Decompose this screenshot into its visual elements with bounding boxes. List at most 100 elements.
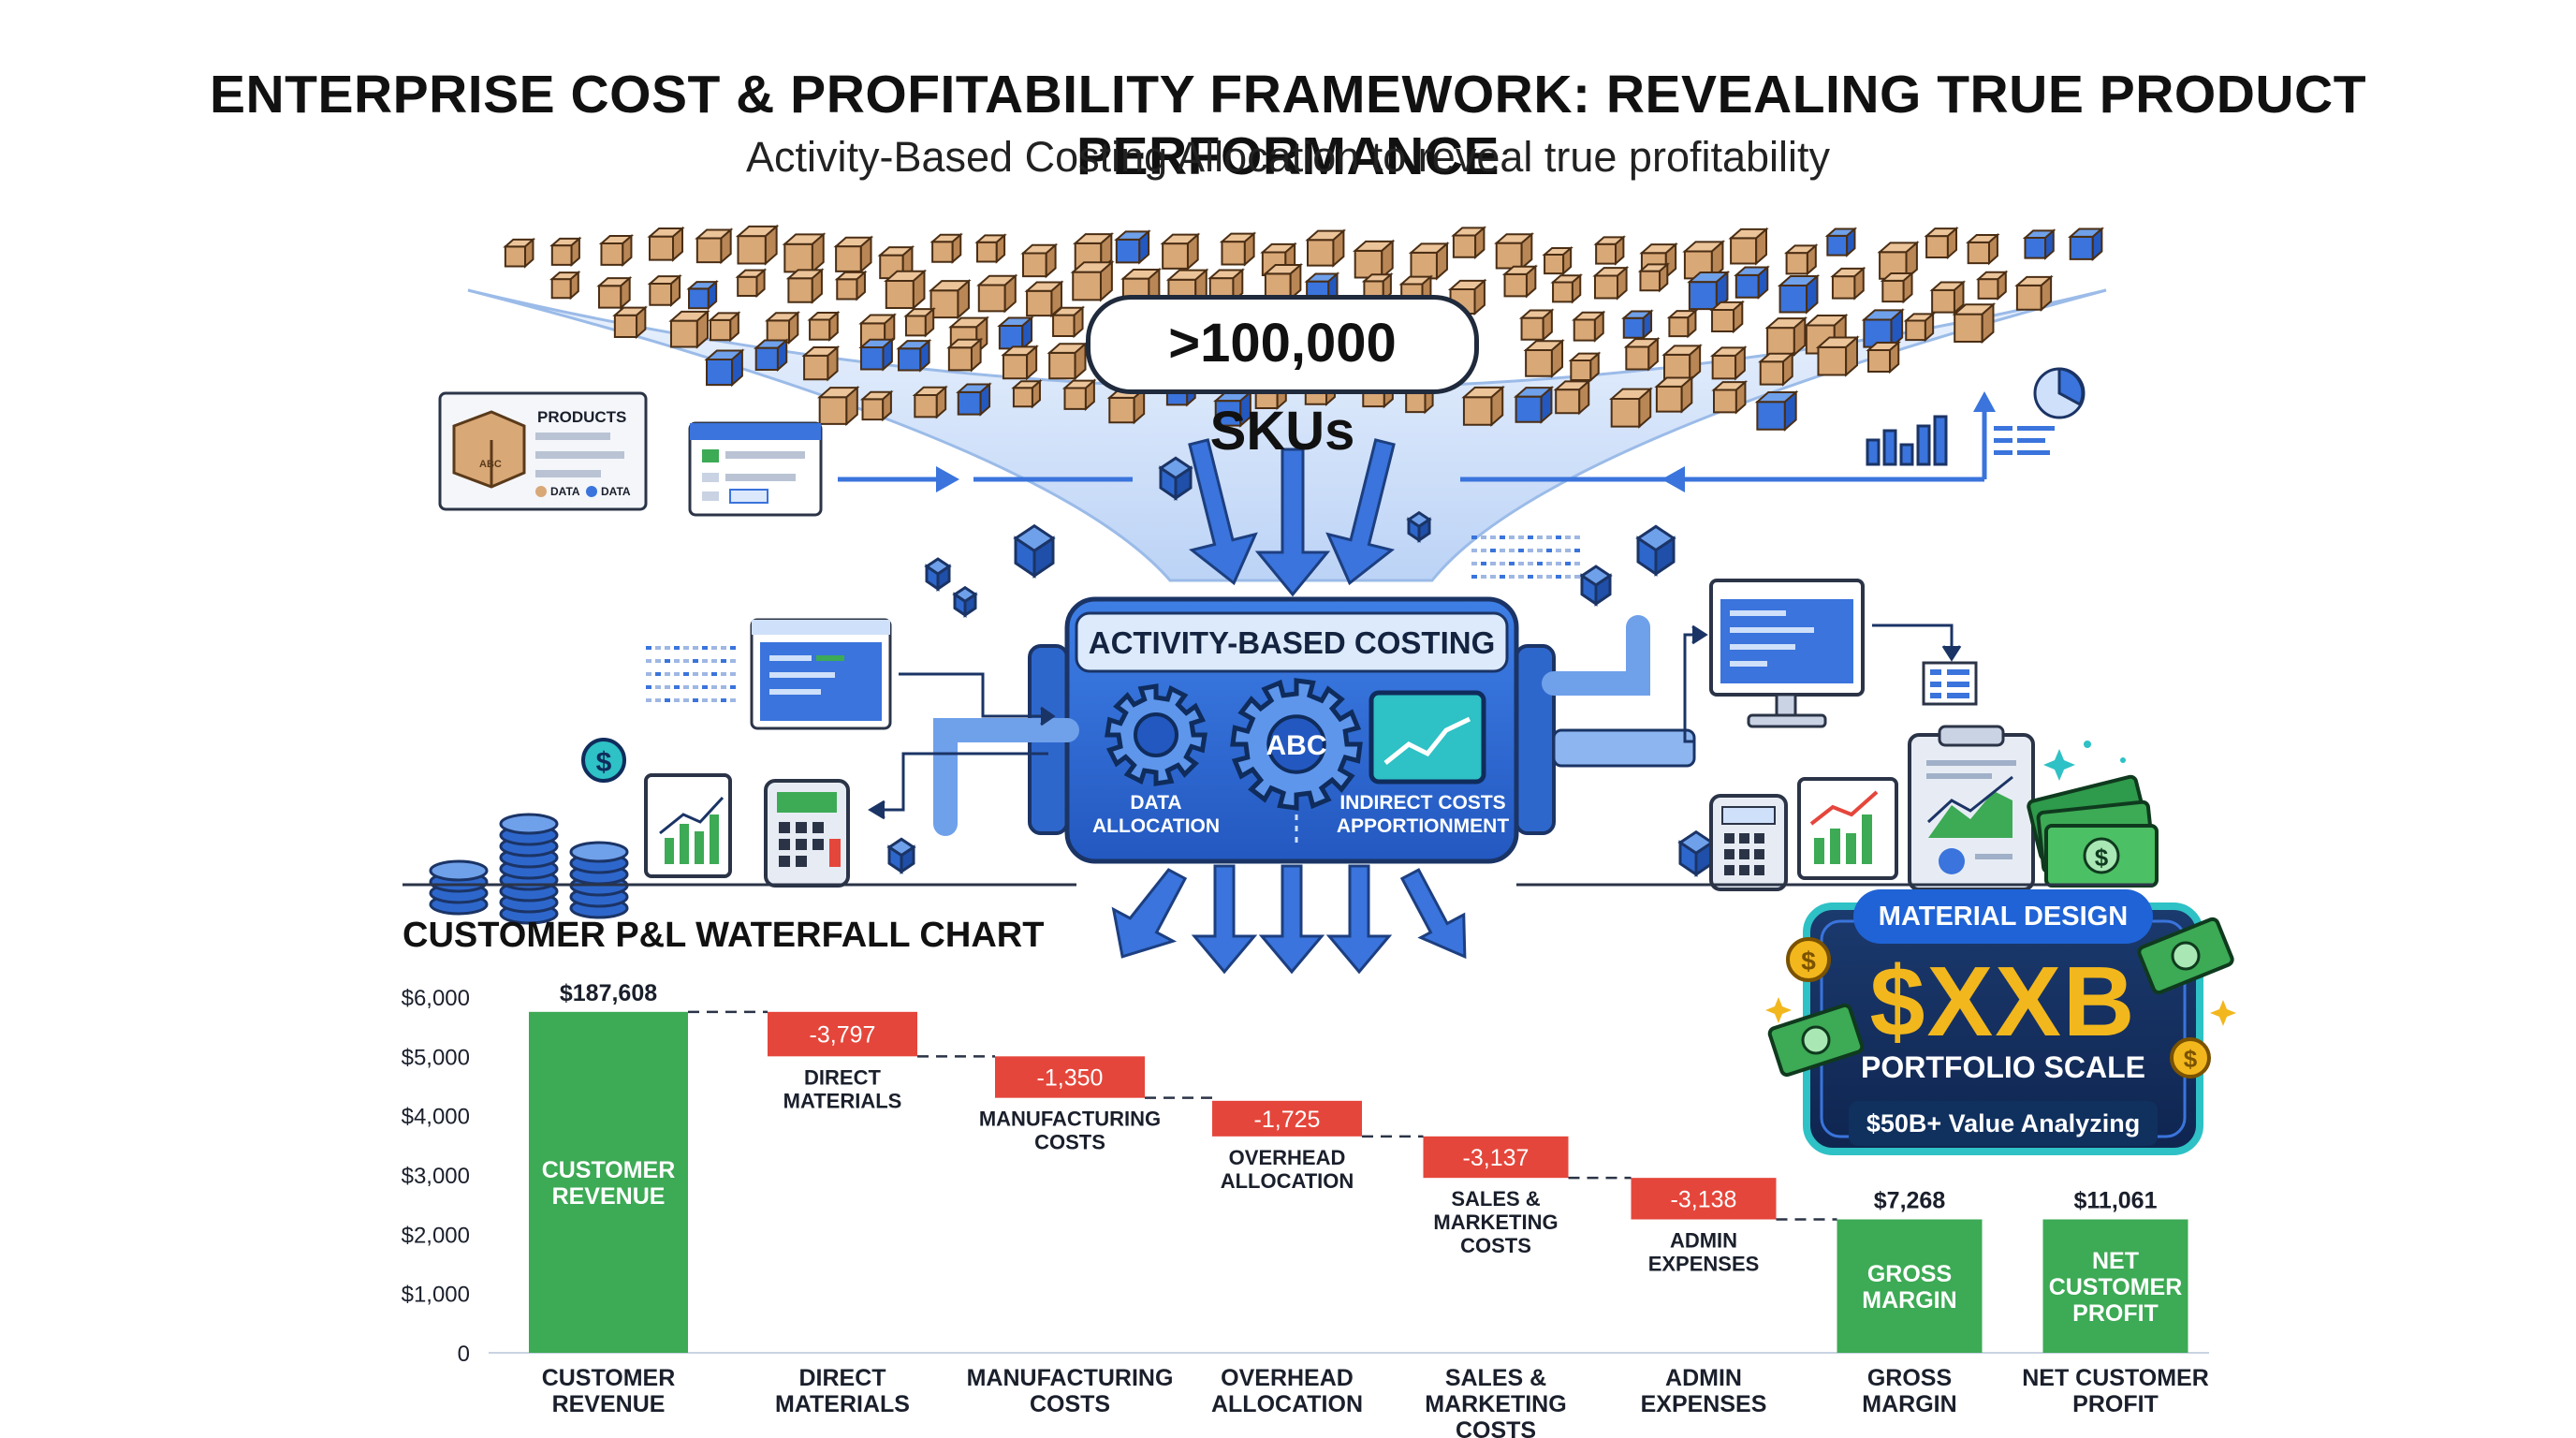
cube-icon <box>1579 565 1613 607</box>
page-title: ENTERPRISE COST & PROFITABILITY FRAMEWOR… <box>209 65 2367 186</box>
sku-box <box>596 275 633 310</box>
bar-value-label: $11,061 <box>2074 1188 2158 1214</box>
bar-sub-label: MATERIALS <box>783 1089 902 1112</box>
sku-box <box>695 227 734 265</box>
products-tag-2: DATA <box>601 485 631 498</box>
output-arrows <box>1111 864 1467 975</box>
bar-sub-label: ADMIN <box>1670 1229 1737 1253</box>
sku-box <box>1213 389 1253 428</box>
x-category-label: OVERHEAD <box>1221 1365 1354 1391</box>
sku-box <box>1550 273 1583 304</box>
monitor-connector-arrows <box>1683 624 1962 743</box>
sku-box <box>1830 266 1866 301</box>
bar-sub-label: COSTS <box>1460 1234 1531 1257</box>
sku-box <box>549 270 581 301</box>
sku-box <box>976 273 1018 314</box>
sku-box <box>912 385 948 419</box>
sku-box <box>1783 243 1819 276</box>
sku-box <box>2068 227 2105 262</box>
sku-box <box>1050 305 1086 339</box>
sku-box <box>1353 239 1396 280</box>
sku-box <box>765 311 801 345</box>
sku-box <box>1621 309 1654 340</box>
sku-box <box>1764 315 1808 358</box>
svg-text:$: $ <box>1801 946 1816 976</box>
code-window-icon <box>750 618 892 730</box>
sku-box <box>754 338 789 373</box>
sku-box <box>1877 241 1920 281</box>
panel-subtitle: PORTFOLIO SCALE <box>1861 1050 2145 1084</box>
sku-box <box>1572 310 1606 343</box>
sku-box <box>1001 345 1039 381</box>
cash-note-icon-right <box>2137 917 2234 995</box>
clipboard-report-icon <box>1908 725 2035 891</box>
bar-inner-label: GROSS <box>1867 1261 1952 1287</box>
bar-sub-label: DIRECT <box>804 1065 881 1089</box>
x-category-label: REVENUE <box>552 1391 666 1417</box>
sku-box <box>785 268 825 304</box>
sku-box <box>1494 232 1535 271</box>
sku-box-pile <box>503 224 2105 432</box>
cash-stack-icon: $ <box>2027 774 2159 888</box>
gear-center-label: ABC <box>1266 730 1327 761</box>
gold-coin-icon: $ <box>1786 937 1831 982</box>
dot-matrix-decoration <box>646 536 1580 702</box>
sku-box <box>1654 375 1694 414</box>
sku-box <box>1542 245 1573 276</box>
bar-value-label: $7,268 <box>1874 1188 1946 1214</box>
floating-cubes <box>886 456 1715 877</box>
sku-box <box>1903 312 1936 343</box>
sku-box <box>1305 228 1347 268</box>
coin-stack-icon <box>429 813 629 925</box>
svg-text:$: $ <box>2095 844 2109 872</box>
sku-box <box>686 279 719 311</box>
bar-sub-label: COSTS <box>1034 1131 1105 1154</box>
dollar-coin-icon: $ <box>581 738 626 783</box>
sku-box <box>1513 385 1555 424</box>
sku-box <box>1804 313 1849 356</box>
total-bar <box>1837 1219 1983 1353</box>
sku-box <box>1966 232 2000 266</box>
funnel-flow-arrows <box>1188 438 1396 597</box>
sku-box <box>1623 336 1661 372</box>
bar-value-label: -3,797 <box>810 1022 876 1049</box>
cube-icon <box>1677 829 1715 877</box>
bar-value-label: $187,608 <box>560 980 657 1006</box>
pie-chart-icon <box>2033 367 2086 419</box>
abc-gear-icon <box>1230 678 1363 811</box>
x-category-label: MANUFACTURING <box>967 1365 1174 1391</box>
sku-box <box>1568 351 1602 383</box>
sku-box <box>1880 271 1915 304</box>
engine-title: ACTIVITY-BASED COSTING <box>1088 625 1496 660</box>
sku-box <box>647 273 682 307</box>
gold-coin-icon-right: $ <box>2170 1037 2211 1078</box>
bar-sub-label: EXPENSES <box>1648 1253 1760 1276</box>
gear-icon <box>1105 683 1208 786</box>
y-tick-label: $2,000 <box>402 1223 470 1248</box>
sku-box <box>1501 264 1539 299</box>
sku-box <box>647 226 685 262</box>
x-category-label: PROFIT <box>2072 1391 2159 1417</box>
sku-box <box>801 345 841 382</box>
sparkle-icon <box>2043 741 2126 781</box>
panel-value: $XXB <box>1869 946 2137 1057</box>
sku-box <box>1661 344 1703 383</box>
sku-box <box>1523 339 1565 378</box>
sku-box <box>1754 389 1799 432</box>
monitor-icon <box>1709 579 1865 728</box>
sku-box <box>735 224 780 266</box>
bar-sub-label: OVERHEAD <box>1229 1146 1346 1169</box>
sku-box <box>598 233 635 268</box>
decrease-bar <box>1423 1136 1569 1179</box>
page-subtitle: Activity-Based Costing Allocation to rev… <box>745 133 1831 181</box>
sku-box <box>1924 226 1959 260</box>
cube-icon <box>1013 523 1056 579</box>
products-card-title: PRODUCTS <box>537 408 627 426</box>
y-tick-label: $1,000 <box>402 1283 470 1308</box>
abc-engine <box>933 596 1696 864</box>
x-category-label: CUSTOMER <box>542 1365 676 1391</box>
sku-box <box>859 389 894 422</box>
x-category-label: COSTS <box>1030 1391 1110 1417</box>
decrease-bar <box>768 1011 917 1057</box>
x-category-label: SALES & <box>1445 1365 1546 1391</box>
